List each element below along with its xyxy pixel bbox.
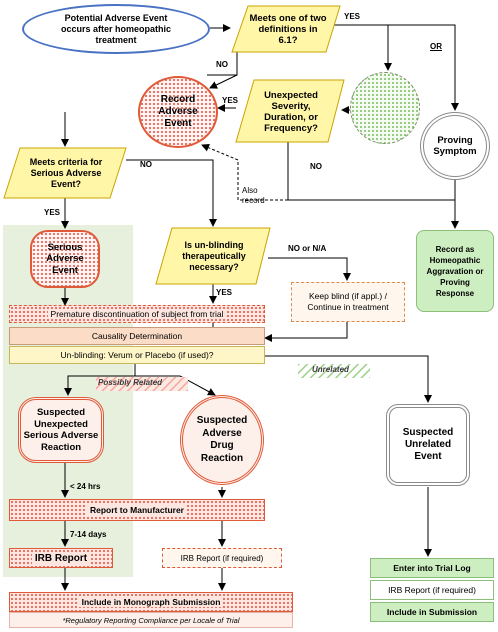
serious-criteria-label: Meets criteria for Serious Adverse Event… [29,156,103,189]
irb-report-label: IRB Report [31,552,91,564]
edge-yes-serious: YES [44,208,61,217]
record-as-label: Record as Homeopathic Aggravation or Pro… [426,244,484,298]
unrelated-label: Unrelated [312,365,349,374]
unrelated-text: Unrelated [312,365,349,374]
keep-blind-label: Keep blind (if appl.) / Continue in trea… [307,291,389,312]
start-oval: Potential Adverse Event occurs after hom… [22,4,210,54]
irb-if-required-2-label: IRB Report (if required) [388,585,476,595]
serious-adverse-event-label: Serious Adverse Event [46,241,84,276]
edge-no-unexpected: NO [310,162,322,171]
irb-if-required-2-box: IRB Report (if required) [370,580,494,600]
regulatory-note-label: *Regulatory Reporting Compliance per Loc… [62,615,240,625]
edge-no-or-na: NO or N/A [288,244,327,253]
keep-blind-box: Keep blind (if appl.) / Continue in trea… [291,282,405,322]
serious-criteria-decision [3,147,127,199]
possibly-related-text: Possibly Related [98,378,163,387]
causality-label: Causality Determination [91,331,183,341]
susar-label: Suspected Unexpected Serious Adverse Rea… [23,407,99,453]
edge-or: OR [430,42,442,51]
unexpected-decision [235,79,345,143]
unblinding-label: Is un-blinding therapeutically necessary… [182,239,246,272]
record-as-box: Record as Homeopathic Aggravation or Pro… [416,230,494,312]
edge-yes-unexpected: YES [222,96,239,105]
regulatory-note-bar: *Regulatory Reporting Compliance per Loc… [9,612,293,628]
sadr-label: Suspected Adverse Drug Reaction [196,415,248,464]
sadr-circle: Suspected Adverse Drug Reaction [180,395,264,485]
edge-days: 7-14 days [70,530,107,539]
serious-criteria-text: Meets criteria for Serious Adverse Event… [20,150,112,196]
include-monograph-bar: Include in Monograph Submission [9,592,293,612]
irb-report-box: IRB Report [9,548,113,568]
possibly-related-tag [96,377,188,391]
irb-if-required-box: IRB Report (if required) [162,548,282,568]
premature-discontinuation-bar: Premature discontinuation of subject fro… [9,305,265,323]
sue-box: Suspected Unrelated Event [386,404,470,486]
susar-box: Suspected Unexpected Serious Adverse Rea… [18,397,104,463]
record-adverse-event-circle: Record Adverse Event [138,76,218,148]
enter-trial-log-label: Enter into Trial Log [393,563,471,573]
meets-definition-decision [231,5,341,53]
unexpected-text: Unexpected Severity, Duration, or Freque… [252,84,330,140]
dotted-green-circle [350,72,420,144]
include-submission-box: Include in Submission [370,602,494,622]
report-manufacturer-bar: Report to Manufacturer [9,499,265,521]
unblinding-decision [155,227,271,285]
record-adverse-event-label: Record Adverse Event [158,94,198,129]
edge-also-record: Also record [242,186,265,205]
meets-definition-label: Meets one of two definitions in 6.1? [249,12,327,46]
sue-label: Suspected Unrelated Event [402,427,454,462]
unblinding-text: Is un-blinding therapeutically necessary… [170,232,258,280]
unblinding-verum-bar: Un-blinding: Verum or Placebo (if used)? [9,346,265,364]
unrelated-tag [298,364,370,378]
include-monograph-label: Include in Monograph Submission [78,597,224,607]
irb-if-required-label: IRB Report (if required) [180,553,264,563]
unblinding-verum-label: Un-blinding: Verum or Placebo (if used)? [60,350,214,360]
premature-label: Premature discontinuation of subject fro… [47,309,227,319]
report-manufacturer-label: Report to Manufacturer [87,505,187,515]
edge-no-serious: NO [140,160,152,169]
proving-symptom-circle: Proving Symptom [420,112,490,180]
edge-no-left: NO [216,60,228,69]
causality-bar: Causality Determination [9,327,265,345]
edge-yes-top: YES [344,12,361,21]
unexpected-label: Unexpected Severity, Duration, or Freque… [264,90,318,134]
include-submission-label: Include in Submission [386,607,478,617]
possibly-related-label: Possibly Related [98,378,162,387]
serious-adverse-event-box: Serious Adverse Event [30,230,100,288]
edge-lt24: < 24 hrs [70,482,101,491]
enter-trial-log-box: Enter into Trial Log [370,558,494,578]
start-label: Potential Adverse Event occurs after hom… [60,12,172,45]
edge-yes-unblind: YES [216,288,233,297]
meets-definition-text: Meets one of two definitions in 6.1? [248,8,328,50]
proving-symptom-label: Proving Symptom [433,135,477,157]
